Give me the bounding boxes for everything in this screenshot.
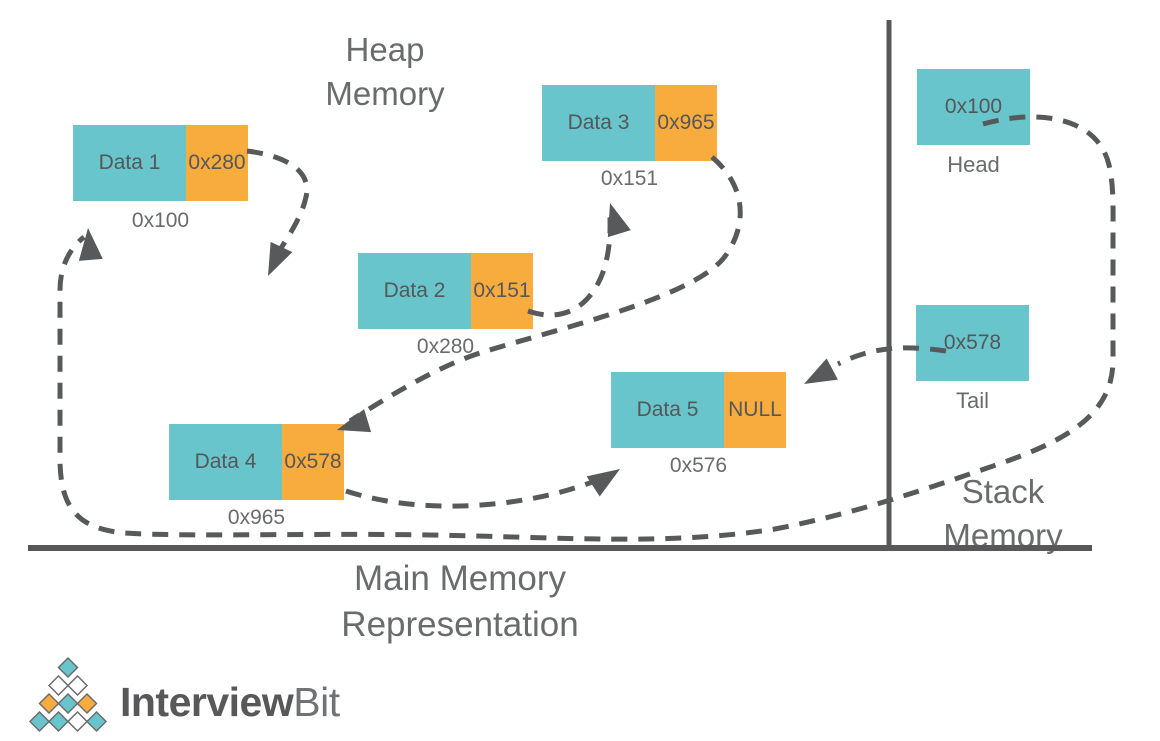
- interviewbit-wordmark: InterviewBit: [120, 679, 340, 726]
- interviewbit-logo-pyramid-icon: [28, 656, 108, 733]
- main-title-line1: Main Memory: [354, 559, 566, 598]
- arrow-data1-to-data2: [246, 148, 310, 264]
- node-address-label: 0x151: [600, 167, 659, 190]
- node-address-label: 0x965: [227, 506, 286, 529]
- stack-memory-title: Stack Memory: [898, 470, 1108, 557]
- arrowhead-into-data5-null: [804, 358, 838, 384]
- node-next-cell: 0x280: [186, 125, 248, 201]
- logo-text-interview: Interview: [120, 678, 294, 725]
- heap-node-data3: Data 3 0x965: [542, 85, 717, 161]
- tail-pointer-label: Tail: [955, 388, 989, 413]
- heap-memory-title: Heap Memory: [285, 28, 485, 115]
- node-address-label: 0x576: [669, 454, 728, 477]
- arrowhead-into-data3: [607, 203, 631, 238]
- interviewbit-logo: InterviewBit: [28, 656, 340, 734]
- heap-title-line2: Memory: [325, 74, 445, 112]
- node-data-cell: Data 1: [73, 125, 186, 201]
- main-title-line2: Representation: [341, 605, 579, 645]
- logo-text-bit: Bit: [293, 678, 340, 725]
- tail-pointer-box: 0x578: [916, 305, 1029, 381]
- node-address-label: 0x280: [416, 335, 475, 358]
- node-data-cell: Data 4: [169, 424, 282, 500]
- head-pointer-label: Head: [947, 152, 1000, 177]
- stack-title-line2: Memory: [943, 516, 1063, 554]
- node-address-label: 0x100: [131, 209, 190, 232]
- node-next-cell: NULL: [724, 372, 786, 448]
- heap-node-data5: Data 5 NULL: [611, 372, 786, 448]
- node-next-cell: 0x151: [471, 253, 533, 329]
- node-data-cell: Data 2: [358, 253, 471, 329]
- heap-node-data2: Data 2 0x151: [358, 253, 533, 329]
- heap-node-data4: Data 4 0x578: [169, 424, 344, 500]
- node-data-cell: Data 3: [542, 85, 655, 161]
- node-next-cell: 0x965: [655, 85, 717, 161]
- arrowhead-toward-data2: [268, 241, 293, 276]
- heap-title-line1: Heap: [345, 31, 425, 68]
- arrow-data4-to-data5: [345, 476, 601, 509]
- node-data-cell: Data 5: [611, 372, 724, 448]
- arrow-data2-to-data3: [527, 214, 613, 318]
- main-memory-title: Main Memory Representation: [310, 556, 610, 648]
- heap-node-data1: Data 1 0x280: [73, 125, 248, 201]
- stack-title-line1: Stack: [961, 473, 1045, 510]
- head-pointer-box: 0x100: [917, 69, 1030, 145]
- node-next-cell: 0x578: [282, 424, 344, 500]
